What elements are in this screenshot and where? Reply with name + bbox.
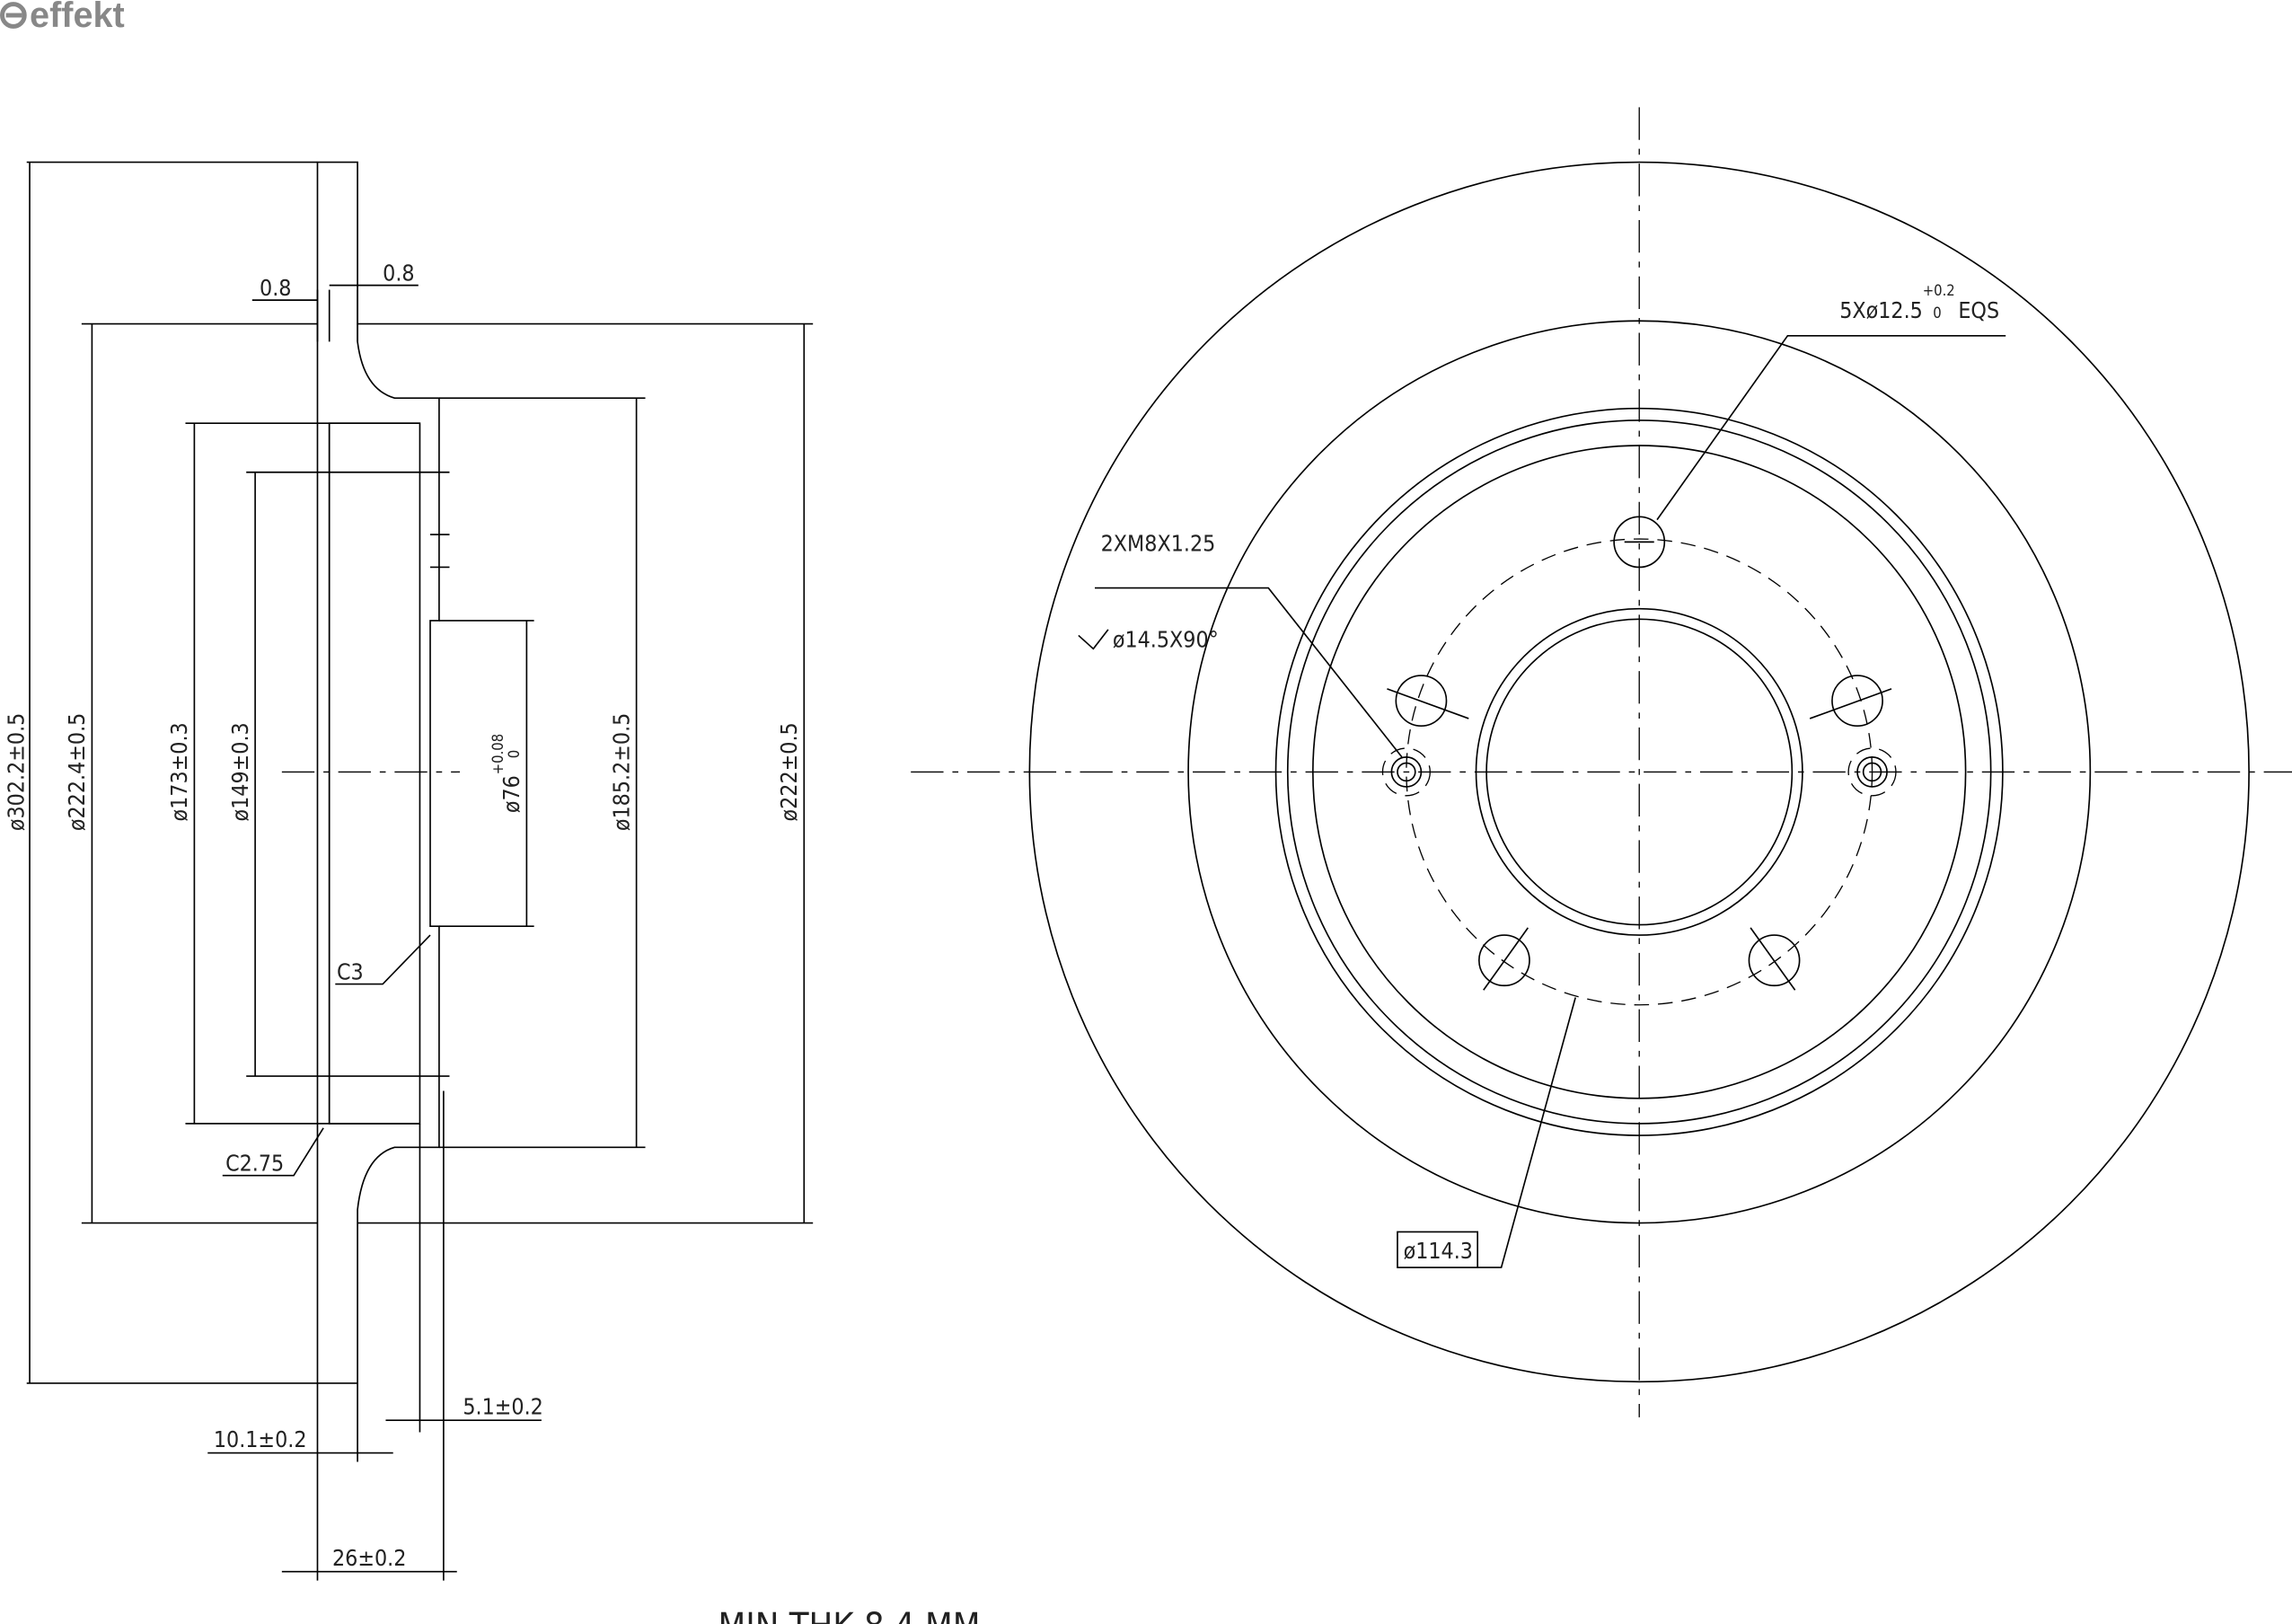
pcd-callout: ø114.3 <box>1404 1238 1473 1264</box>
disc-section-hatched <box>316 161 440 1384</box>
dim-center-bore-tol-lower: 0 <box>506 750 523 758</box>
svg-text:effekt: effekt <box>30 0 125 35</box>
dim-222-4: ø222.4±0.5 <box>64 713 90 831</box>
dim-gap-left: 0.8 <box>260 275 291 301</box>
dim-173: ø173±0.3 <box>166 722 192 821</box>
dim-185-2: ø185.2±0.5 <box>608 713 634 831</box>
countersink-callout: ø14.5X90° <box>1113 627 1219 653</box>
dim-overall-26: 26±0.2 <box>332 1545 406 1571</box>
bolt-hole-tol-upper: +0.2 <box>1923 282 1955 299</box>
dim-center-bore: ø76 <box>498 775 525 813</box>
dim-222: ø222±0.5 <box>776 722 802 821</box>
dim-center-bore-tol-upper: +0.08 <box>489 734 507 774</box>
section-view: ø302.2±0.5 ø222.4±0.5 ø173±0.3 ø149±0.3 … <box>3 161 814 1581</box>
threaded-holes <box>1381 747 1897 797</box>
dim-thickness-10-1: 10.1±0.2 <box>214 1426 307 1452</box>
effekt-logo: effekt <box>0 0 125 35</box>
front-view: 5Xø12.5 +0.2 0 EQS 2XM8X1.25 ø14.5X90° ø… <box>911 107 2292 1417</box>
dim-5-1: 5.1±0.2 <box>463 1394 543 1420</box>
chamfer-c2-75: C2.75 <box>225 1151 284 1177</box>
dim-149: ø149±0.3 <box>227 722 253 821</box>
bolt-hole-suffix: EQS <box>1958 297 1999 323</box>
chamfer-c3: C3 <box>337 959 364 985</box>
bolt-holes <box>1387 516 1892 991</box>
dim-gap-right: 0.8 <box>383 260 414 287</box>
bolt-hole-callout: 5Xø12.5 <box>1839 297 1923 323</box>
dim-outer-diameter: ø302.2±0.5 <box>3 713 29 831</box>
bolt-hole-tol-lower: 0 <box>1933 304 1941 322</box>
thread-callout: 2XM8X1.25 <box>1101 530 1216 556</box>
min-thickness-note: MIN THK 8.4 MM. <box>718 1606 990 1624</box>
